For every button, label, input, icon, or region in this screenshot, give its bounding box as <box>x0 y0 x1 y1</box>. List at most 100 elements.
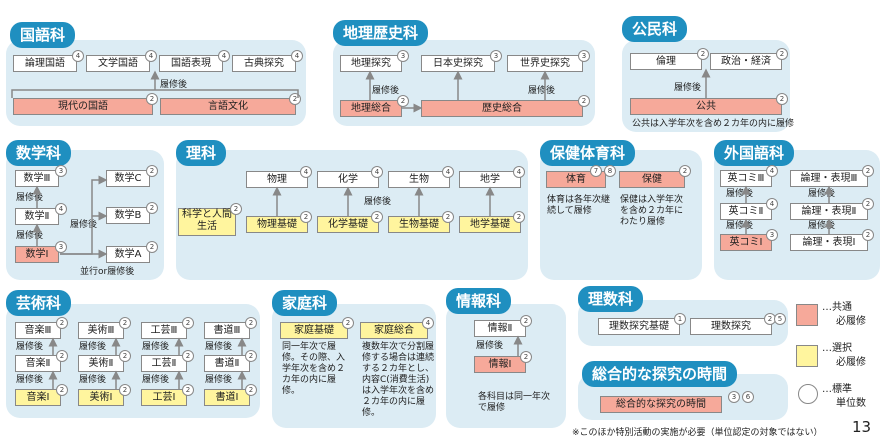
credit-circle: 2 <box>371 211 383 223</box>
credit-circle: 2 <box>245 350 257 362</box>
rika-title: 理科 <box>176 140 227 166</box>
risu-title: 理数科 <box>578 286 644 312</box>
legend-3a: …標準 <box>822 384 852 395</box>
sugaku-note-3: 履修後 <box>70 220 98 230</box>
credit-circle: 4 <box>442 166 454 178</box>
geijutsu-ongaku-2: 音楽Ⅱ <box>15 355 61 372</box>
credit-circle: 6 <box>742 391 754 403</box>
credit-circle: 2 <box>119 350 131 362</box>
credit-circle: 1 <box>674 313 686 325</box>
legend-1a: …共通 <box>822 302 852 313</box>
katei-kiso: 家庭基礎 <box>280 322 348 339</box>
rika-butsuri-kiso: 物理基礎 <box>246 216 308 233</box>
credit-circle: 2 <box>520 315 532 327</box>
chireki-chiri-sogo: 地理総合 <box>340 100 402 117</box>
credit-circle: 4 <box>300 166 312 178</box>
sugaku-1: 数学Ⅰ <box>15 246 59 263</box>
credit-circle: 2 <box>146 241 158 253</box>
joho-title: 情報科 <box>446 288 512 314</box>
rika-seibutsu-kiso: 生物基礎 <box>388 216 450 233</box>
geijutsu-note: 履修後 <box>205 375 233 385</box>
chireki-note-1: 履修後 <box>372 86 400 96</box>
credit-circle: 2 <box>146 165 158 177</box>
legend-2a: …選択 <box>822 343 852 354</box>
credit-circle: 4 <box>371 166 383 178</box>
rika-kagaku-ningen: 科学と人間生活 <box>178 208 236 236</box>
rika-note: 履修後 <box>364 197 392 207</box>
geijutsu-bijutsu-2: 美術Ⅱ <box>78 355 124 372</box>
geijutsu-shodo-3: 書道Ⅲ <box>204 322 250 339</box>
geijutsu-shodo-1: 書道Ⅰ <box>204 389 250 406</box>
credit-circle: 4 <box>291 50 303 62</box>
credit-circle: 2 <box>862 229 874 241</box>
credit-circle: 7 <box>590 165 602 177</box>
footnote: ※このほか特別活動の実施が必要（単位認定の対象ではない） <box>572 428 823 438</box>
credit-circle: 2 <box>56 317 68 329</box>
geijutsu-note: 履修後 <box>142 375 170 385</box>
risu-tankyu: 理数探究 <box>690 318 772 335</box>
geijutsu-title: 芸術科 <box>6 290 72 316</box>
rika-chigaku-kiso: 地学基礎 <box>459 216 521 233</box>
credit-circle: 2 <box>56 384 68 396</box>
legend-required-swatch <box>796 304 818 326</box>
geijutsu-kogei-1: 工芸Ⅰ <box>141 389 187 406</box>
hoken-hoken: 保健 <box>619 171 685 188</box>
legend-2b: 必履修 <box>836 357 866 368</box>
geijutsu-bijutsu-1: 美術Ⅰ <box>78 389 124 406</box>
geijutsu-note: 履修後 <box>16 375 44 385</box>
credit-circle: 2 <box>776 48 788 60</box>
credit-circle: 2 <box>513 211 525 223</box>
kokugo-bungaku: 文学国語 <box>86 55 150 72</box>
gaikoku-ronri-1: 論理・表現Ⅰ <box>790 234 868 251</box>
credit-circle: 2 <box>245 317 257 329</box>
credit-circle: 4 <box>422 317 434 329</box>
credit-circle: 2 <box>578 95 590 107</box>
page-number: 13 <box>852 418 872 436</box>
credit-circle: 2 <box>182 384 194 396</box>
geijutsu-ongaku-3: 音楽Ⅲ <box>15 322 61 339</box>
gaikoku-note-1: 履修後 <box>726 189 754 199</box>
komin-kokyo: 公共 <box>630 98 782 115</box>
komin-title: 公民科 <box>622 16 688 42</box>
kokugo-title: 国語科 <box>10 22 76 48</box>
geijutsu-note: 履修後 <box>16 342 44 352</box>
credit-circle: 4 <box>72 50 84 62</box>
credit-circle: 2 <box>146 202 158 214</box>
hoken-note-1: 体育は各年次継続して履修 <box>547 195 611 216</box>
hoken-title: 保健体育科 <box>540 140 636 166</box>
kokugo-ronri: 論理国語 <box>13 55 77 72</box>
joho-1: 情報Ⅰ <box>474 356 526 373</box>
sugaku-note-1: 履修後 <box>16 193 44 203</box>
kokugo-bracket <box>11 89 299 98</box>
kokugo-koten: 古典探究 <box>232 55 296 72</box>
komin-seikei: 政治・経済 <box>710 53 782 70</box>
komin-note: 履修後 <box>674 83 702 93</box>
credit-circle: 3 <box>55 165 67 177</box>
credit-circle: 2 <box>679 165 691 177</box>
kokugo-hyogen: 国語表現 <box>159 55 223 72</box>
credit-circle: 2 <box>776 93 788 105</box>
credit-circle: 2 <box>119 317 131 329</box>
credit-circle: 2 <box>182 317 194 329</box>
credit-circle: 4 <box>55 203 67 215</box>
credit-circle: 2 <box>520 351 532 363</box>
joho-note: 履修後 <box>476 341 504 351</box>
sogo-box: 総合的な探究の時間 <box>600 396 722 413</box>
sugaku-title: 数学科 <box>6 140 72 166</box>
credit-circle: 4 <box>145 50 157 62</box>
credit-circle: 3 <box>766 229 778 241</box>
sugaku-note-2: 履修後 <box>16 231 44 241</box>
kokugo-gendai: 現代の国語 <box>13 98 153 115</box>
geijutsu-kogei-3: 工芸Ⅲ <box>141 322 187 339</box>
credit-circle: 5 <box>774 313 786 325</box>
sugaku-a: 数学A <box>106 246 150 263</box>
credit-circle: 3 <box>397 50 409 62</box>
kokugo-gengo: 言語文化 <box>160 98 296 115</box>
rika-kagaku-kiso: 化学基礎 <box>317 216 379 233</box>
credit-circle: 2 <box>862 198 874 210</box>
risu-kiso: 理数探究基礎 <box>598 318 680 335</box>
kokugo-note: 履修後 <box>160 80 188 90</box>
gaikoku-note-4: 履修後 <box>808 221 836 231</box>
credit-circle: 3 <box>578 50 590 62</box>
legend-selective-swatch <box>796 345 818 367</box>
